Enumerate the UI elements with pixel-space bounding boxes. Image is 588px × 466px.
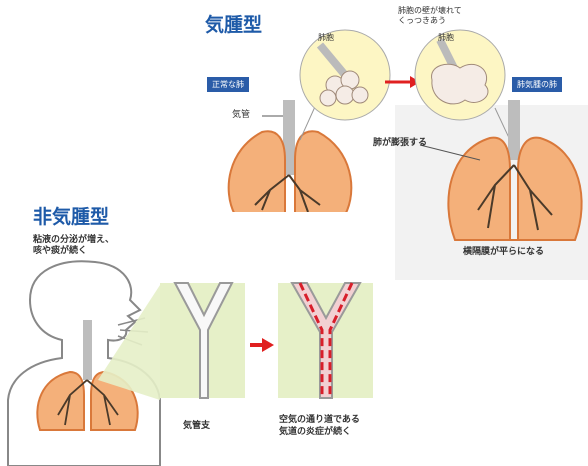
diaphragm-label: 横隔膜が平らになる	[463, 247, 544, 258]
emphysema-lung-tag: 肺気腫の肺	[512, 77, 562, 92]
wall-broken-note: 肺胞の壁が壊れて くっつきあう	[398, 6, 462, 26]
bronchus-label: 気管支	[183, 418, 210, 431]
alveoli-magnifier-normal	[300, 30, 390, 140]
alveoli-label-normal: 肺胞	[318, 32, 334, 43]
bronchus-panel-inflamed	[278, 283, 373, 398]
trachea-label: 気管	[232, 110, 250, 121]
lung-expand-label: 肺が膨張する	[373, 138, 427, 149]
emphysema-title: 気腫型	[205, 10, 262, 37]
alveoli-label-emphysema: 肺胞	[438, 32, 454, 43]
non-emphysema-title: 非気腫型	[33, 202, 109, 229]
bronchus-panel-normal	[160, 283, 245, 398]
normal-lung-tag: 正常な肺	[207, 77, 249, 92]
inflammation-label: 空気の通り道である 気道の炎症が続く	[279, 414, 360, 438]
mucus-note: 粘液の分泌が増え、 咳や痰が続く	[33, 235, 114, 257]
red-arrow-bottom	[250, 338, 274, 352]
